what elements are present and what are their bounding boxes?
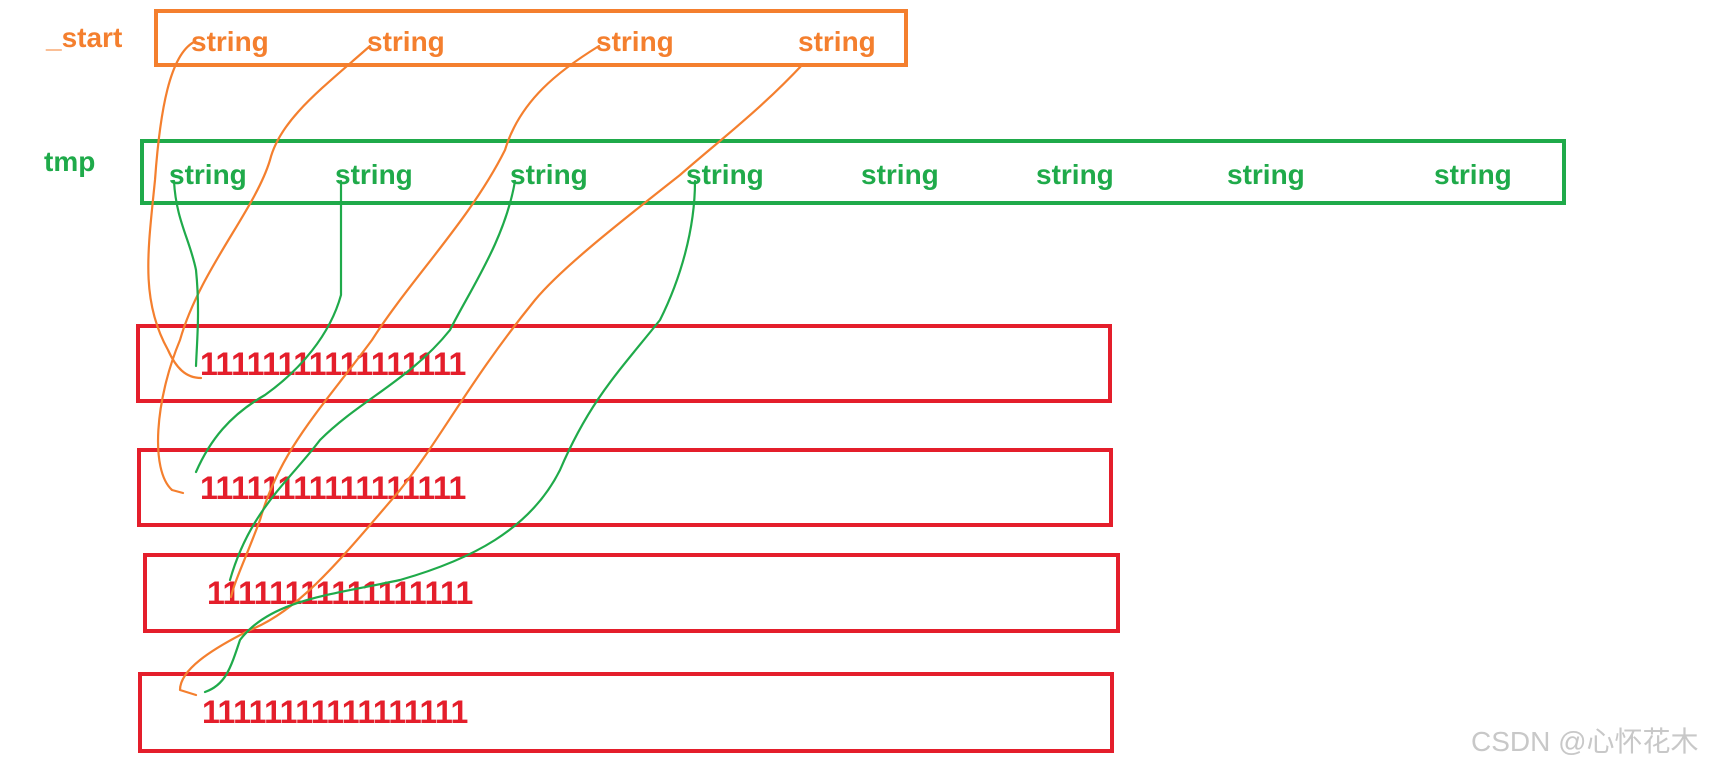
tmp-array-box: [140, 139, 1566, 205]
start-pointer-1: [157, 44, 372, 495]
start-cell-2: string: [596, 26, 674, 57]
start-cell-0: string: [191, 26, 269, 57]
watermark-text: CSDN @心怀花木: [1471, 726, 1699, 757]
tmp-cell-5: string: [1036, 159, 1114, 190]
tmp-cell-1: string: [335, 159, 413, 190]
buffer-content-2: 11111111111111111: [207, 575, 473, 611]
start-label: _start: [46, 22, 123, 53]
tmp-cell-2: string: [510, 159, 588, 190]
buffer-content-0: 11111111111111111: [200, 346, 466, 382]
tmp-cell-3: string: [686, 159, 764, 190]
tmp-cell-7: string: [1434, 159, 1512, 190]
tmp-cell-4: string: [861, 159, 939, 190]
tmp-cell-6: string: [1227, 159, 1305, 190]
tmp-label: tmp: [44, 146, 96, 177]
tmp-cell-0: string: [169, 159, 247, 190]
start-cell-3: string: [798, 26, 876, 57]
buffer-content-1: 11111111111111111: [200, 470, 466, 506]
buffer-content-3: 11111111111111111: [202, 694, 468, 730]
start-cell-1: string: [367, 26, 445, 57]
